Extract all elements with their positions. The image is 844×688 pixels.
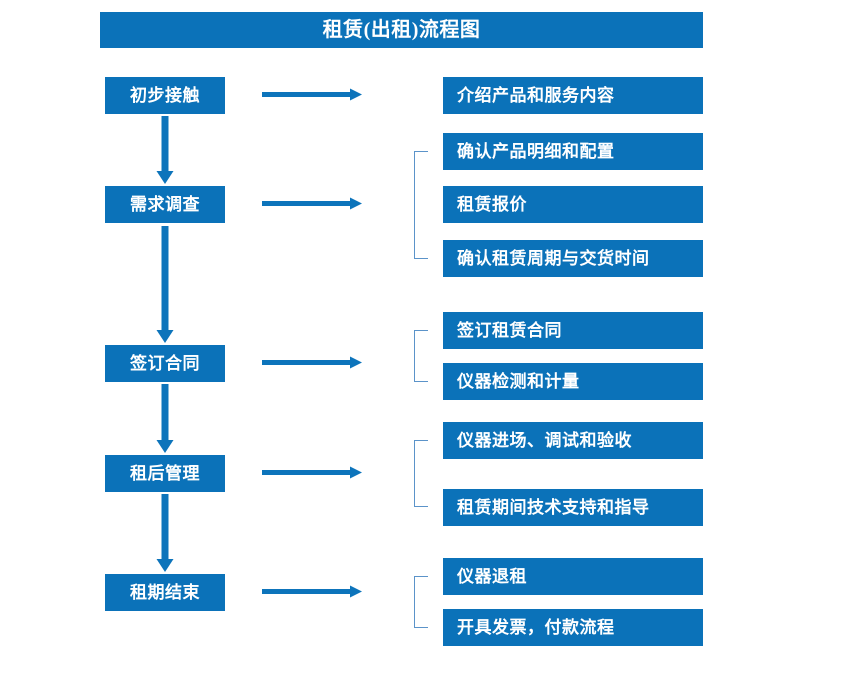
- detail-box[interactable]: 签订租赁合同: [443, 312, 703, 349]
- detail-box[interactable]: 开具发票，付款流程: [443, 609, 703, 646]
- arrow-stage4-to-stage5: [155, 494, 175, 572]
- arrow-stage5-to-details: [262, 585, 362, 599]
- detail-box[interactable]: 仪器检测和计量: [443, 363, 703, 400]
- arrow-stage4-to-details: [262, 466, 362, 480]
- bracket-group-management: [414, 440, 428, 507]
- detail-box[interactable]: 确认产品明细和配置: [443, 133, 703, 170]
- bracket-group-contract: [414, 330, 428, 382]
- detail-box[interactable]: 仪器退租: [443, 558, 703, 595]
- flowchart-title: 租赁(出租)流程图: [100, 12, 703, 48]
- arrow-stage2-to-stage3: [155, 226, 175, 343]
- stage-box[interactable]: 签订合同: [105, 345, 225, 382]
- detail-box[interactable]: 租赁期间技术支持和指导: [443, 489, 703, 526]
- detail-box[interactable]: 租赁报价: [443, 186, 703, 223]
- arrow-stage1-to-details: [262, 88, 362, 102]
- detail-box[interactable]: 介绍产品和服务内容: [443, 77, 703, 114]
- stage-box[interactable]: 初步接触: [105, 77, 225, 114]
- arrow-stage2-to-details: [262, 197, 362, 211]
- detail-box[interactable]: 确认租赁周期与交货时间: [443, 240, 703, 277]
- bracket-group-settlement: [414, 576, 428, 628]
- stage-box[interactable]: 需求调查: [105, 186, 225, 223]
- stage-box[interactable]: 租期结束: [105, 574, 225, 611]
- arrow-stage3-to-stage4: [155, 384, 175, 453]
- bracket-group-requirements: [414, 151, 428, 259]
- detail-box[interactable]: 仪器进场、调试和验收: [443, 422, 703, 459]
- arrow-stage3-to-details: [262, 356, 362, 370]
- arrow-stage1-to-stage2: [155, 116, 175, 184]
- stage-box[interactable]: 租后管理: [105, 455, 225, 492]
